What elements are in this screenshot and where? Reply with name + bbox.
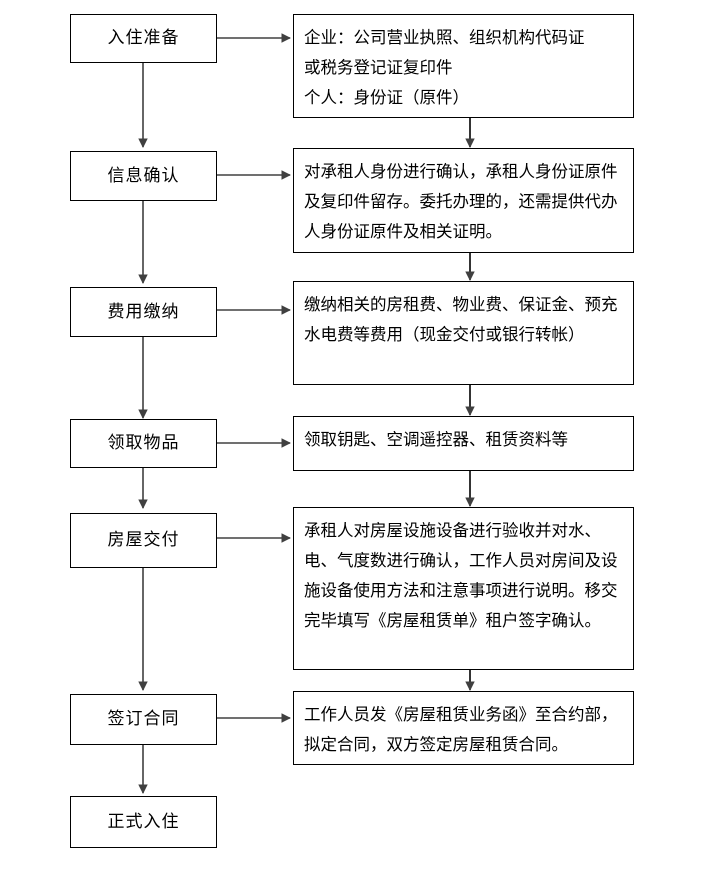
stage-label-6: 签订合同 [107,709,180,729]
stage-box-6[interactable]: 签订合同 [70,694,217,745]
detail-text-4: 领取钥匙、空调遥控器、租赁资料等 [304,431,568,449]
detail-box-1[interactable]: 企业：公司营业执照、组织机构代码证 或税务登记证复印件 个人：身份证（原件） [293,14,634,118]
detail-text-3: 缴纳相关的房租费、物业费、保证金、预充水电费等费用（现金交付或银行转帐） [304,296,618,344]
stage-label-3: 费用缴纳 [107,301,180,321]
stage-box-2[interactable]: 信息确认 [70,151,217,201]
stage-box-1[interactable]: 入住准备 [70,14,217,63]
detail-text-2: 对承租人身份进行确认，承租人身份证原件及复印件留存。委托办理的，还需提供代办人身… [304,163,618,241]
stage-label-2: 信息确认 [107,165,180,185]
stage-label-1: 入住准备 [107,28,180,48]
detail-box-3[interactable]: 缴纳相关的房租费、物业费、保证金、预充水电费等费用（现金交付或银行转帐） [293,281,634,385]
stage-box-4[interactable]: 领取物品 [70,419,217,468]
detail-text-1: 企业：公司营业执照、组织机构代码证 或税务登记证复印件 个人：身份证（原件） [304,29,585,107]
detail-box-6[interactable]: 工作人员发《房屋租赁业务函》至合约部，拟定合同，双方签定房屋租赁合同。 [293,691,634,765]
stage-label-7: 正式入住 [107,811,180,831]
stage-box-7[interactable]: 正式入住 [70,796,217,848]
detail-text-6: 工作人员发《房屋租赁业务函》至合约部，拟定合同，双方签定房屋租赁合同。 [304,706,618,754]
detail-box-5[interactable]: 承租人对房屋设施设备进行验收并对水、电、气度数进行确认，工作人员对房间及设施设备… [293,507,634,670]
stage-label-4: 领取物品 [107,433,180,453]
detail-box-4[interactable]: 领取钥匙、空调遥控器、租赁资料等 [293,416,634,471]
stage-label-5: 房屋交付 [107,530,180,550]
detail-text-5: 承租人对房屋设施设备进行验收并对水、电、气度数进行确认，工作人员对房间及设施设备… [304,522,618,630]
stage-box-5[interactable]: 房屋交付 [70,513,217,568]
detail-box-2[interactable]: 对承租人身份进行确认，承租人身份证原件及复印件留存。委托办理的，还需提供代办人身… [293,148,634,253]
stage-box-3[interactable]: 费用缴纳 [70,287,217,337]
